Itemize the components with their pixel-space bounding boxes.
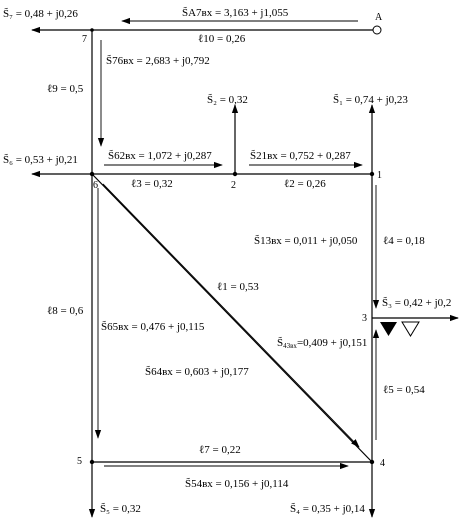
filled-triangle-symbol: [380, 322, 397, 336]
flow-label-64: S̃64вх = 0,603 + j0,177: [145, 365, 249, 378]
load-label-s4: S̃₄ = 0,35 + j0,14: [290, 502, 365, 515]
length-label-l3: ℓ3 = 0,32: [131, 178, 173, 190]
length-label-l5: ℓ5 = 0,54: [383, 384, 425, 396]
node-label-1: 1: [377, 170, 382, 181]
load-label-s7: S̃₇ = 0,48 + j0,26: [3, 7, 78, 20]
node-dot-5: [89, 459, 95, 465]
flow-label-62: S̃62вх = 1,072 + j0,287: [108, 149, 212, 162]
flow-label-a7: S̃A7вх = 3,163 + j1,055: [182, 6, 289, 19]
flow-label-43-value: =0,409 + j0,151: [297, 337, 367, 349]
length-label-l7: ℓ7 = 0,22: [199, 444, 241, 456]
node-label-7: 7: [82, 34, 87, 45]
length-label-l10: ℓ10 = 0,26: [198, 33, 246, 45]
load-label-s1: S̃₁ = 0,74 + j0,23: [333, 93, 408, 106]
length-label-l8: ℓ8 = 0,6: [47, 305, 84, 317]
flow-label-65: S̃65вх = 0,476 + j0,115: [101, 320, 205, 333]
node-dot-1: [369, 171, 375, 177]
line-6-4: [91, 173, 373, 463]
source-node-a: [372, 25, 382, 35]
flow-label-43: S̃43вх=0,409 + j0,151: [277, 336, 367, 350]
load-label-s6: S̃₆ = 0,53 + j0,21: [3, 153, 78, 166]
length-label-l1: ℓ1 = 0,53: [217, 281, 259, 293]
flow-arrow-64: [102, 183, 360, 448]
length-label-l2: ℓ2 = 0,26: [284, 178, 326, 190]
length-label-l9: ℓ9 = 0,5: [47, 83, 84, 95]
node-label-4: 4: [380, 458, 385, 469]
load-label-s5: S̃₅ = 0,32: [100, 502, 141, 515]
node-label-6: 6: [93, 180, 98, 191]
flow-label-43-subscript: 43вх: [283, 342, 297, 350]
flow-label-21: S̃21вх = 0,752 + 0,287: [250, 149, 351, 162]
load-label-s3: S̃₃ = 0,42 + j0,2: [382, 296, 451, 309]
flow-label-43-symbol: S̃: [277, 336, 283, 349]
flow-label-76: S̃76вх = 2,683 + j0,792: [106, 54, 210, 67]
node-label-2: 2: [231, 180, 236, 191]
node-dot-2: [232, 171, 238, 177]
flow-label-54: S̃54вх = 0,156 + j0,114: [185, 477, 289, 490]
node-dot-6: [89, 171, 95, 177]
length-label-l4: ℓ4 = 0,18: [383, 235, 425, 247]
node-dot-7: [90, 28, 94, 32]
node-dot-4: [369, 459, 375, 465]
hollow-triangle-symbol: [401, 321, 420, 337]
flow-label-13: S̃13вх = 0,011 + j0,050: [254, 234, 358, 247]
node-label-5: 5: [77, 456, 82, 467]
node-label-a: A: [375, 12, 383, 23]
load-label-s2: S̃₂ = 0,32: [207, 93, 248, 106]
node-label-3: 3: [362, 313, 367, 324]
